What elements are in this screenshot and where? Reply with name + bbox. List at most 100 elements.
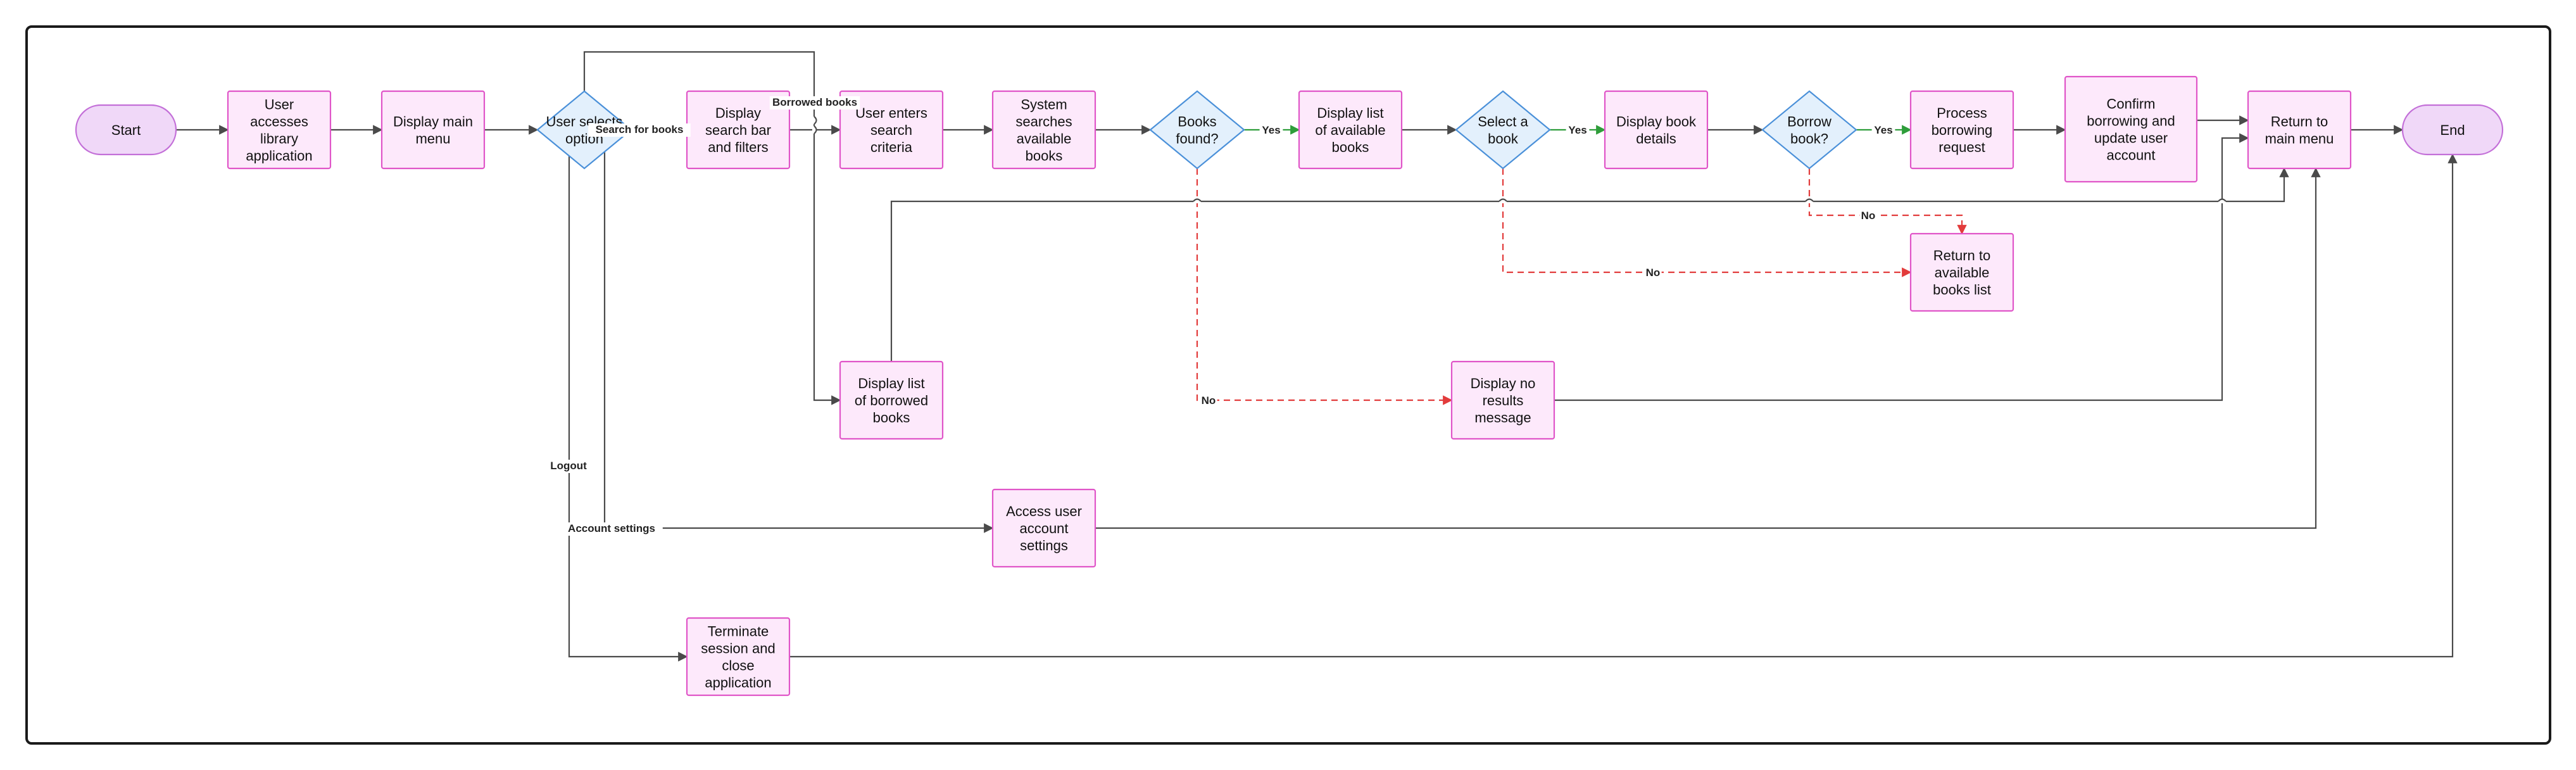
node-shape	[839, 360, 944, 440]
node-shape	[1455, 90, 1551, 170]
edge-logout	[568, 145, 688, 662]
node-shape	[227, 90, 332, 170]
svg-text:Yes: Yes	[1262, 124, 1280, 136]
svg-text:Logout: Logout	[550, 460, 587, 472]
node-start: Start	[75, 104, 177, 156]
hop-return-over-select-arc	[1498, 198, 1507, 202]
svg-text:No: No	[1202, 394, 1216, 407]
edge-label-search-for-books: Search for books	[588, 123, 691, 137]
edge-borrow-no	[1808, 168, 1967, 235]
edge-label-select-yes: Yes	[1566, 124, 1590, 137]
edge-label-select-no: No	[1644, 267, 1662, 280]
edge-terminate-to-end	[789, 153, 2458, 658]
edge-label-account-settings: Account settings	[560, 522, 663, 536]
hop-return-over-select	[1499, 199, 1507, 203]
node-shape	[1298, 90, 1403, 170]
node-shape	[380, 90, 486, 170]
node-shape	[1909, 232, 2014, 312]
node-shape	[536, 90, 632, 170]
node-shape	[75, 104, 177, 156]
hop-return-over-borrow-arc	[1805, 198, 1814, 202]
node-shape	[1909, 90, 2014, 170]
node-shape	[1604, 90, 1709, 170]
edge-account-settings	[603, 149, 994, 533]
svg-text:Account settings: Account settings	[568, 522, 655, 534]
node-label: Start	[111, 122, 141, 138]
edge-borrowed-to-return	[890, 167, 2289, 362]
edge-label-logout: Logout	[548, 460, 589, 473]
edge-borrowed-books	[583, 51, 841, 405]
edge-label-found-no: No	[1200, 394, 1217, 408]
edge-label-borrow-yes: Yes	[1871, 124, 1895, 137]
node-shape	[2401, 104, 2504, 156]
node-label: End	[2440, 122, 2465, 138]
node-shape	[2247, 90, 2352, 170]
node-shape	[1149, 90, 1245, 170]
hop-return-over-found-arc	[1193, 198, 1202, 202]
edge-label-found-yes: Yes	[1259, 124, 1283, 137]
svg-text:No: No	[1646, 267, 1661, 279]
svg-text:Search for books: Search for books	[596, 123, 684, 136]
hop-borrowed-over-main-arc	[814, 125, 817, 134]
diagram-frame	[25, 25, 2551, 745]
node-shape	[991, 90, 1096, 170]
node-shape	[839, 90, 944, 170]
hop-borrowed-over-main	[812, 126, 816, 134]
hop-noresults-over-return	[2218, 199, 2226, 203]
svg-text:Borrowed books: Borrowed books	[772, 96, 857, 108]
edge-label-borrow-no: No	[1859, 210, 1877, 223]
svg-text:Yes: Yes	[1874, 124, 1892, 136]
node-shape	[2064, 75, 2198, 183]
node-shape	[1761, 90, 1857, 170]
hop-return-over-borrow	[1806, 199, 1813, 203]
svg-text:Yes: Yes	[1568, 124, 1586, 136]
edge-labels: Search for books Borrowed booksLogoutAcco…	[548, 96, 1895, 536]
node-end: End	[2401, 104, 2504, 156]
svg-text:No: No	[1861, 210, 1876, 222]
hop-noresults-over-return-arc	[2218, 198, 2227, 202]
edges	[176, 51, 2458, 662]
edge-noresults-to-return	[1554, 133, 2249, 401]
hop-borrowed-over-main-2-arc	[814, 116, 817, 125]
hop-return-over-found	[1193, 199, 1201, 203]
edge-found-no	[1196, 168, 1453, 405]
node-shape	[1450, 360, 1555, 440]
hop-borrowed-over-main-2	[812, 117, 816, 124]
